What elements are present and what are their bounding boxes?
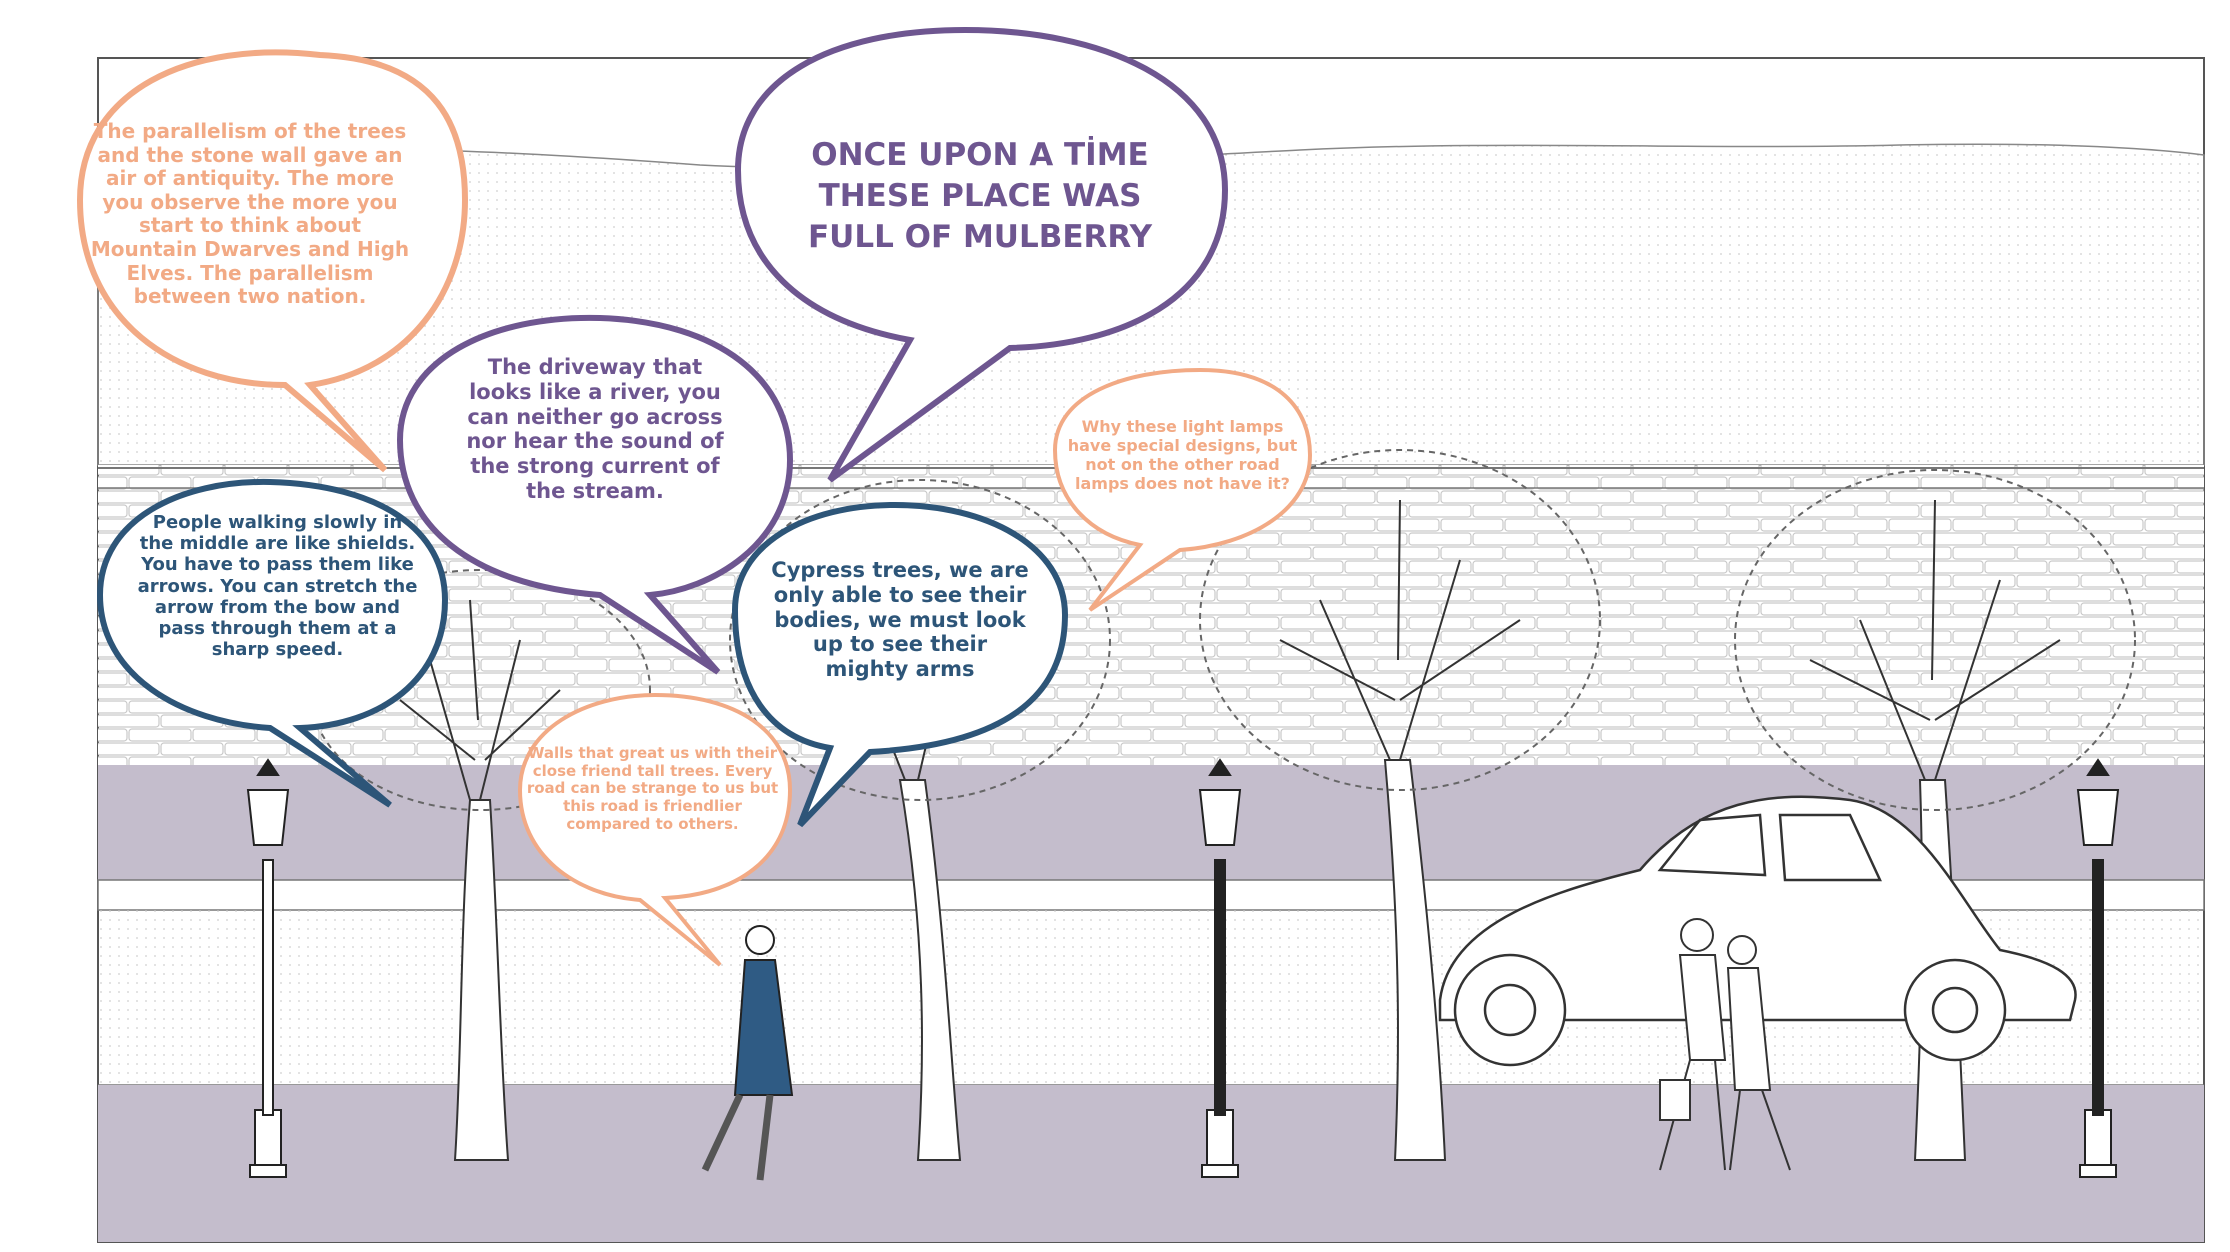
bubble-lamps: [1052, 367, 1313, 612]
bubble-walls: [517, 692, 793, 967]
bubble-once-upon-text: ONCE UPON A TİME THESE PLACE WAS FULL OF…: [807, 137, 1153, 256]
tree-1: [309, 569, 651, 1161]
lamp-post-2: [1198, 758, 1242, 1178]
walking-couple: [1659, 918, 1791, 1171]
bubble-walls-text: Walls that great us with their close fri…: [526, 744, 779, 833]
bubble-walking: [96, 478, 449, 808]
bubble-driveway: [396, 314, 794, 675]
bubble-antiquity-text: The parallelism of the trees and the sto…: [90, 119, 410, 309]
near-road: [98, 1085, 2204, 1242]
bubble-cypress: [731, 501, 1069, 828]
woman-in-blue-coat: [701, 925, 794, 1181]
lamp-post-1: [246, 758, 290, 1178]
bubble-antiquity: [76, 49, 469, 473]
bubble-walking-text: People walking slowly in the middle are …: [137, 512, 418, 661]
vintage-car: [1438, 795, 2077, 1067]
bubble-driveway-text: The driveway that looks like a river, yo…: [466, 355, 724, 503]
lamp-post-3: [2076, 758, 2120, 1178]
bubble-once-upon: [734, 26, 1229, 483]
tree-3: [1199, 449, 1601, 1161]
bubble-cypress-text: Cypress trees, we are only able to see t…: [771, 558, 1029, 682]
bubble-lamps-text: Why these light lamps have special desig…: [1067, 417, 1298, 493]
